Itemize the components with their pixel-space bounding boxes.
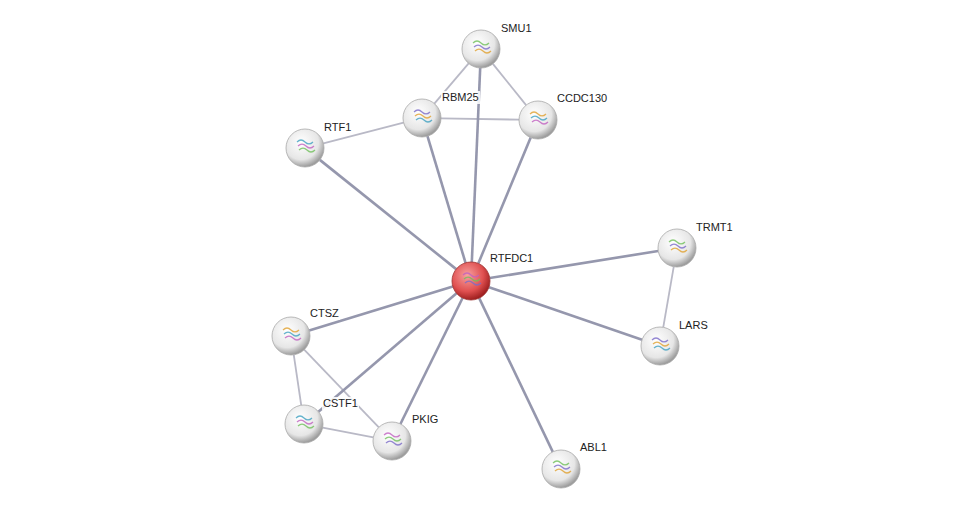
interaction-edge: [441, 118, 519, 119]
node-label: RTF1: [323, 121, 352, 134]
interaction-edge: [427, 136, 465, 263]
protein-node: PKIG: [372, 421, 412, 461]
protein-node: RTFDC1: [451, 261, 491, 301]
node-label: LARS: [678, 319, 709, 332]
node-label: RBM25: [441, 91, 480, 104]
protein-node: CTSZ: [271, 316, 311, 356]
node-sphere: [372, 421, 412, 461]
interaction-edge: [400, 298, 462, 424]
node-sphere: [640, 326, 680, 366]
protein-node: TRMT1: [657, 228, 697, 268]
interaction-edge: [663, 267, 674, 328]
node-label: CCDC130: [556, 92, 608, 105]
node-sphere: [402, 98, 442, 138]
interaction-edge: [294, 355, 301, 405]
node-sphere: [657, 228, 697, 268]
interaction-edge: [493, 64, 526, 105]
interaction-edge: [309, 287, 453, 331]
protein-node: RTF1: [285, 128, 325, 168]
node-label: SMU1: [500, 22, 533, 35]
interaction-edge: [323, 428, 374, 438]
node-sphere: [271, 316, 311, 356]
protein-node: CSTF1: [284, 404, 324, 444]
interaction-edge: [489, 287, 642, 340]
node-sphere: [541, 449, 581, 489]
node-label: TRMT1: [695, 221, 734, 234]
protein-node: SMU1: [461, 29, 501, 69]
node-sphere: [518, 100, 558, 140]
node-sphere: [284, 404, 324, 444]
node-sphere: [285, 128, 325, 168]
node-label: PKIG: [411, 413, 439, 426]
node-sphere: [461, 29, 501, 69]
node-label: RTFDC1: [489, 252, 534, 265]
node-label: CSTF1: [322, 397, 359, 410]
protein-node: CCDC130: [518, 100, 558, 140]
interaction-edge: [479, 298, 553, 452]
node-label: ABL1: [579, 441, 608, 454]
interaction-edge: [490, 251, 658, 278]
interaction-edge: [478, 138, 530, 264]
protein-node: ABL1: [541, 449, 581, 489]
node-sphere: [451, 261, 491, 301]
node-label: CTSZ: [309, 307, 340, 320]
interaction-edge: [320, 160, 456, 269]
protein-node: LARS: [640, 326, 680, 366]
protein-node: RBM25: [402, 98, 442, 138]
